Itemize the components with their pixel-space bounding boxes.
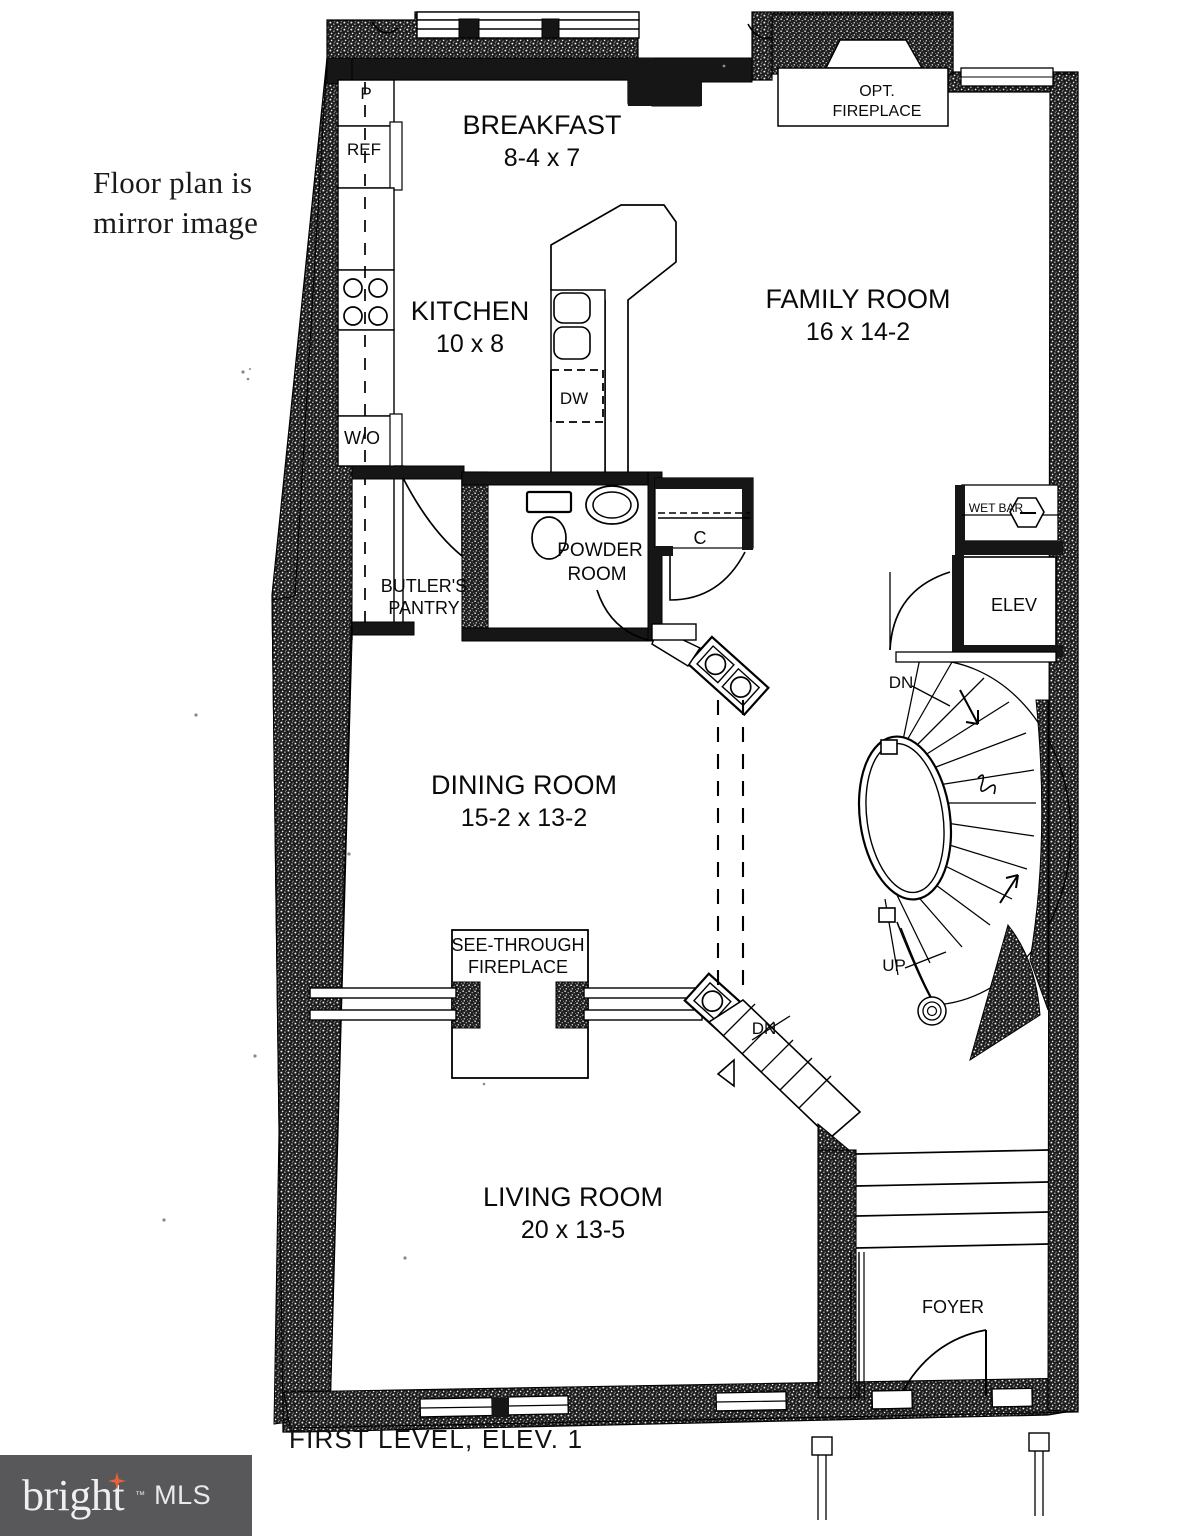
label-dishwasher: DW	[560, 389, 588, 408]
curved-staircase	[857, 651, 1072, 1062]
star-icon	[108, 1471, 127, 1490]
scan-artifacts	[162, 64, 726, 1260]
room-label-kitchen-dim: 10 x 8	[436, 330, 504, 358]
label-opt-fireplace-l1: OPT.	[859, 83, 895, 100]
top-exterior-wall	[326, 57, 753, 107]
mirror-note-line1: Floor plan is	[93, 165, 253, 200]
toilet-fixture	[531, 516, 567, 560]
label-foyer: FOYER	[922, 1297, 984, 1317]
kitchen-appliance-run	[337, 79, 404, 631]
label-opt-fireplace-l2: FIREPLACE	[833, 103, 922, 120]
label-stair-dn-upper: DN	[889, 673, 914, 692]
bottom-windows	[419, 1387, 1050, 1520]
label-pantry: P	[360, 84, 371, 103]
room-label-dining-name: DINING ROOM	[431, 770, 617, 800]
see-through-fireplace	[309, 929, 703, 1079]
bright-mls-watermark: bright ™ MLS	[0, 1455, 252, 1536]
kitchen-island	[550, 204, 677, 479]
label-wet-bar: WET BAR	[969, 501, 1024, 515]
label-powder-room-l1: POWDER	[557, 540, 643, 561]
breakfast-door-swing	[371, 21, 399, 34]
mirror-note-line2: mirror image	[93, 204, 259, 240]
label-see-through-l2: FIREPLACE	[468, 957, 568, 977]
room-label-kitchen-name: KITCHEN	[411, 296, 530, 326]
room-labels: BREAKFAST 8-4 x 7 KITCHEN 10 x 8 FAMILY …	[411, 110, 951, 1244]
room-label-dining-dim: 15-2 x 13-2	[461, 804, 587, 832]
label-butlers-pantry-l2: PANTRY	[388, 598, 459, 618]
annotation-labels: OPT. FIREPLACE P REF W/O DW BUTLER'S PAN…	[344, 83, 1037, 1317]
right-exterior-wall	[1047, 73, 1079, 1413]
label-stair-dn-lower: DN	[752, 1019, 777, 1038]
label-closet: C	[694, 528, 707, 548]
room-label-breakfast-name: BREAKFAST	[462, 110, 621, 140]
label-wall-oven: W/O	[344, 428, 380, 448]
label-refrigerator: REF	[347, 140, 381, 159]
closet-c	[654, 477, 754, 601]
room-label-breakfast-dim: 8-4 x 7	[504, 144, 580, 172]
vanity-fixture	[525, 490, 573, 514]
label-butlers-pantry-l1: BUTLER'S	[381, 576, 467, 596]
room-label-living-dim: 20 x 13-5	[521, 1216, 625, 1244]
room-label-family-name: FAMILY ROOM	[765, 284, 950, 314]
watermark-tm: ™	[135, 1490, 146, 1501]
family-room-window-top	[960, 67, 1054, 87]
opt-fireplace-unit	[771, 13, 954, 127]
watermark-brand-text: bright	[22, 1470, 125, 1520]
secondary-stair-dn	[651, 623, 862, 1399]
room-label-family-dim: 16 x 14-2	[806, 318, 910, 346]
foyer-steps	[850, 1149, 1049, 1400]
label-powder-room-l2: ROOM	[567, 564, 626, 585]
watermark-suffix: MLS	[154, 1480, 212, 1510]
watermark-brand: bright	[22, 1470, 127, 1520]
sink-fixture-inner	[592, 491, 632, 519]
wet-bar	[955, 484, 1059, 542]
room-label-living-name: LIVING ROOM	[483, 1182, 663, 1212]
label-elevator: ELEV	[991, 595, 1037, 615]
plan-caption: FIRST LEVEL, ELEV. 1	[289, 1424, 584, 1454]
breakfast-window	[416, 11, 640, 39]
label-see-through-l1: SEE-THROUGH	[451, 935, 584, 955]
mirror-image-note: Floor plan is mirror image	[93, 163, 353, 242]
label-stair-up: UP	[882, 956, 906, 975]
